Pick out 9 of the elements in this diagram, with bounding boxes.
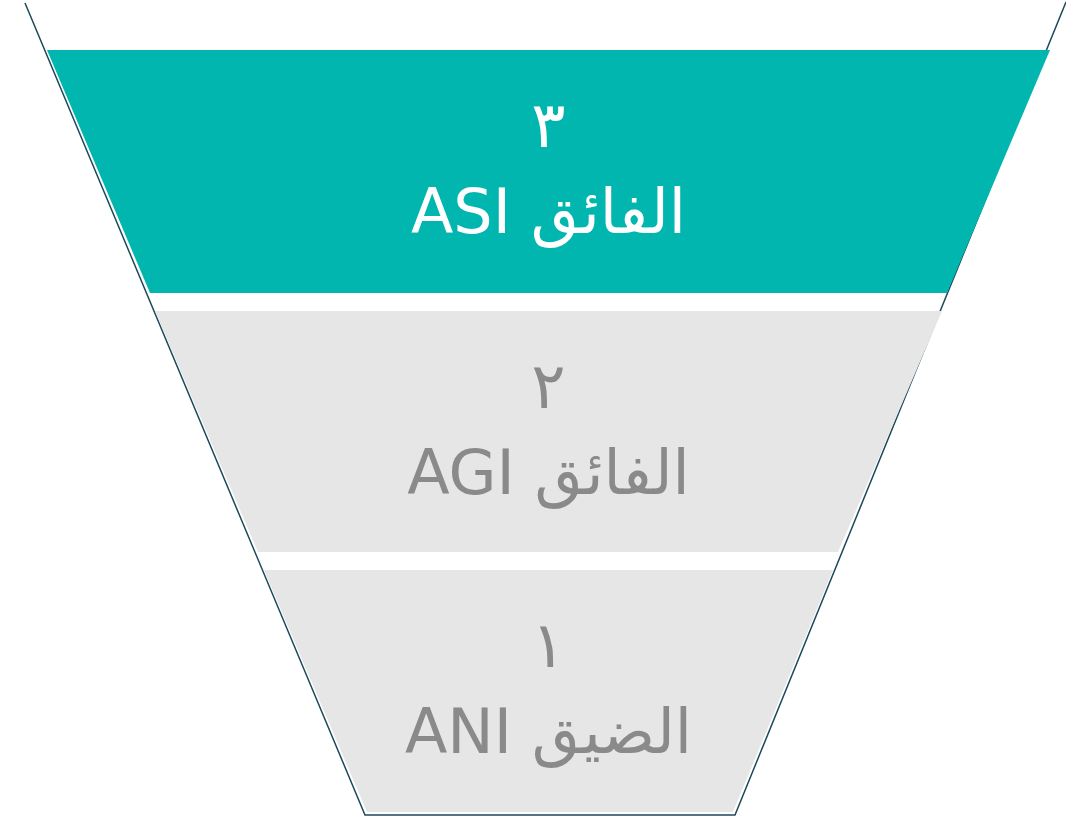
funnel-band [264, 570, 833, 812]
level-label: الفائق AGI [406, 439, 691, 508]
level-label: الضيق ANI [403, 698, 694, 767]
level-number: ٢ [530, 351, 567, 422]
level-number: ١ [530, 610, 567, 681]
funnel-band [47, 50, 1050, 293]
funnel-band [155, 311, 942, 552]
level-label: الفائق ASI [409, 178, 688, 247]
level-number: ٣ [530, 90, 567, 161]
